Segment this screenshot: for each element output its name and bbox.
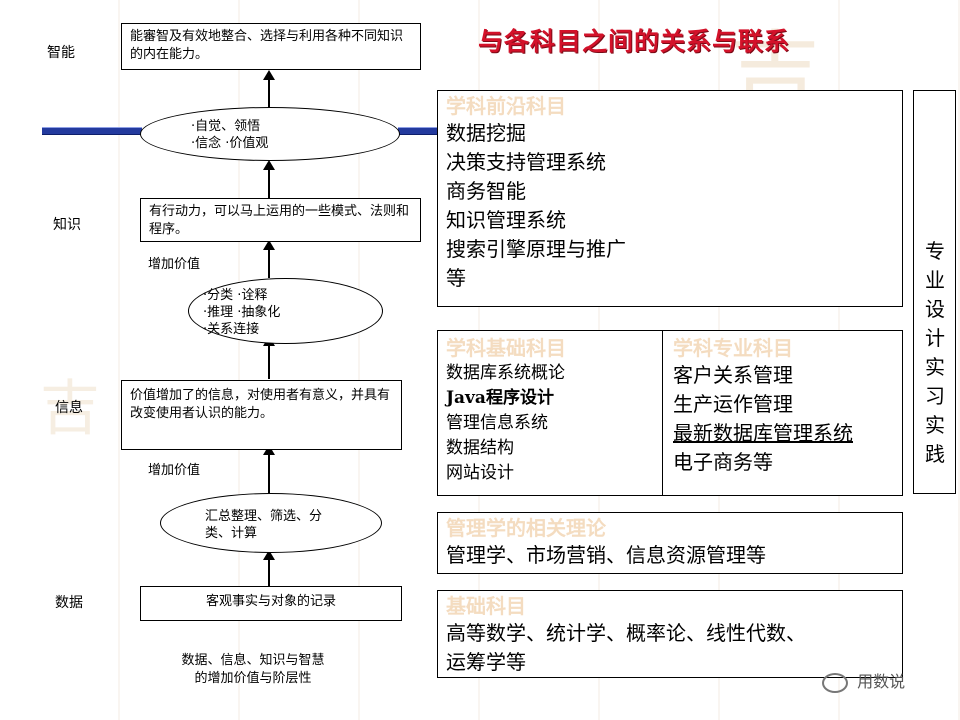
- level-label-information: 信息: [55, 400, 83, 416]
- frontier-heading: 学科前沿科目: [446, 94, 566, 118]
- arrow-up-icon: [263, 70, 275, 80]
- management-panel: 管理学的相关理论 管理学、市场营销、信息资源管理等: [437, 512, 903, 574]
- value-added-label: 增加价值: [148, 463, 201, 478]
- knowledge-box-text: 有行动力，可以马上运用的一些模式、法则和程序。: [149, 204, 410, 237]
- watermark: 用数说: [822, 668, 905, 693]
- connector-ellipse-to-information: [268, 344, 270, 379]
- ellipse-middle-line: ·分类 ·诠释: [203, 288, 268, 303]
- major-subject-item: 电子商务等: [673, 450, 773, 474]
- ellipse-bottom: 汇总整理、筛选、分类、计算: [160, 493, 382, 553]
- foundation-line: 运筹学等: [446, 650, 526, 674]
- ellipse-top: ·自觉、领悟 ·信念 ·价值观: [140, 107, 400, 161]
- wisdom-box: 能審智及有效地整合、选择与利用各种不同知识的内在能力。: [121, 23, 421, 70]
- basic-subject-item: Java程序设计: [446, 388, 554, 408]
- practice-char: 践: [925, 442, 945, 466]
- connector-ellipse-to-data: [268, 554, 270, 586]
- chat-bubble-icon: [822, 672, 848, 693]
- practice-char: 业: [925, 268, 945, 292]
- frontier-panel: 学科前沿科目 数据挖掘 决策支持管理系统 商务智能 知识管理系统 搜索引擎原理与…: [437, 90, 903, 307]
- connector-information-ellipse: [268, 453, 270, 493]
- watermark-text: 用数说: [857, 672, 906, 691]
- major-subject-item: 客户关系管理: [673, 363, 793, 387]
- major-subjects-heading: 学科专业科目: [673, 336, 793, 360]
- arrow-up-icon: [263, 240, 275, 250]
- practice-char: 设: [925, 297, 945, 321]
- practice-char: 计: [925, 326, 945, 350]
- foundation-panel: 基础科目 高等数学、统计学、概率论、线性代数、 运筹学等: [437, 590, 903, 678]
- practice-char: 实: [925, 355, 945, 379]
- ellipse-top-line: ·信念 ·价值观: [191, 136, 269, 151]
- arrow-up-icon: [263, 550, 275, 560]
- connector-top: [268, 80, 270, 110]
- foundation-heading: 基础科目: [446, 594, 526, 618]
- ellipse-middle: ·分类 ·诠释 ·推理 ·抽象化 ·关系连接: [188, 278, 383, 344]
- level-label-knowledge: 知识: [53, 217, 81, 233]
- data-box-text: 客观事实与对象的记录: [205, 594, 336, 609]
- practice-char: 习: [925, 384, 945, 408]
- frontier-item: 数据挖掘: [446, 121, 526, 145]
- ellipse-bottom-text: 汇总整理、筛选、分类、计算: [205, 509, 323, 541]
- management-text: 管理学、市场营销、信息资源管理等: [446, 543, 766, 567]
- level-label-wisdom: 智能: [47, 45, 75, 61]
- value-added-label: 增加价值: [148, 257, 201, 272]
- connector-knowledge-ellipse: [268, 248, 270, 278]
- foundation-line: 高等数学、统计学、概率论、线性代数、: [446, 621, 806, 645]
- frontier-item: 决策支持管理系统: [446, 150, 606, 174]
- caption-line: 的增加价值与阶层性: [194, 671, 312, 686]
- major-subject-item: 生产运作管理: [673, 392, 793, 416]
- background-seal-decoration-left: 吉: [40, 374, 100, 444]
- arrow-up-icon: [263, 160, 275, 170]
- basic-subject-item: 数据库系统概论: [446, 363, 565, 383]
- basic-subjects-panel: 学科基础科目 数据库系统概论 Java程序设计 管理信息系统 数据结构 网站设计: [437, 330, 663, 496]
- band-line-left: [42, 127, 142, 135]
- information-box: 价值增加了的信息，对使用者有意义，并具有改变使用者认识的能力。: [121, 380, 402, 450]
- basic-subject-item: 数据结构: [446, 438, 514, 458]
- caption-line: 数据、信息、知识与智慧: [181, 653, 325, 668]
- practice-char: 专: [925, 239, 945, 263]
- management-heading: 管理学的相关理论: [446, 516, 606, 540]
- page-title: 与各科目之间的关系与联系: [478, 27, 791, 56]
- basic-subject-item: 管理信息系统: [446, 413, 548, 433]
- major-subjects-panel: 学科专业科目 客户关系管理 生产运作管理 最新数据库管理系统 电子商务等: [662, 330, 903, 496]
- level-label-data: 数据: [55, 595, 83, 611]
- frontier-item: 搜索引擎原理与推广: [446, 237, 626, 261]
- ellipse-top-line: ·自觉、领悟: [191, 119, 261, 134]
- ellipse-middle-line: ·关系连接: [203, 322, 260, 337]
- practice-panel: 专 业 设 计 实 习 实 践: [913, 90, 956, 494]
- practice-char: 实: [925, 413, 945, 437]
- frontier-item: 知识管理系统: [446, 208, 566, 232]
- arrow-up-icon: [263, 445, 275, 455]
- frontier-item: 等: [446, 266, 466, 290]
- basic-subject-item: 网站设计: [446, 463, 514, 483]
- knowledge-box: 有行动力，可以马上运用的一些模式、法则和程序。: [140, 198, 421, 242]
- information-box-text: 价值增加了的信息，对使用者有意义，并具有改变使用者认识的能力。: [130, 388, 391, 421]
- major-subject-item: 最新数据库管理系统: [673, 421, 853, 445]
- diagram-caption: 数据、信息、知识与智慧 的增加价值与阶层性: [153, 652, 353, 688]
- connector-ellipse-to-knowledge: [268, 168, 270, 198]
- frontier-item: 商务智能: [446, 179, 526, 203]
- data-box: 客观事实与对象的记录: [140, 586, 402, 621]
- basic-subjects-heading: 学科基础科目: [446, 336, 566, 360]
- band-line-right: [398, 127, 440, 135]
- ellipse-middle-line: ·推理 ·抽象化: [203, 305, 281, 320]
- wisdom-box-text: 能審智及有效地整合、选择与利用各种不同知识的内在能力。: [130, 29, 404, 62]
